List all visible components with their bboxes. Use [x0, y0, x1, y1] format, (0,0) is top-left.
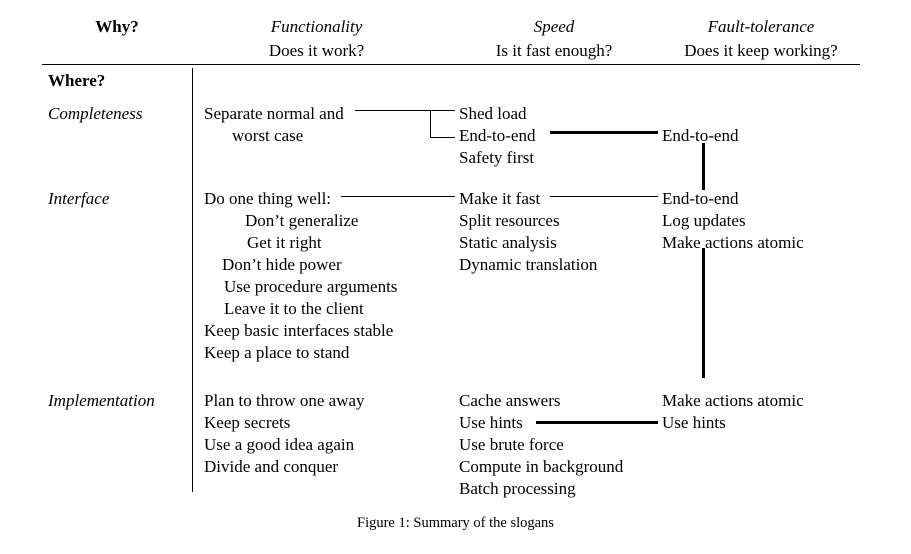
connector-make-it-fast-to-end-to-end [550, 196, 658, 197]
cell-implementation-functionality-3: Divide and conquer [204, 457, 339, 476]
cell-interface-speed-0: Make it fast [459, 189, 541, 208]
cell-implementation-functionality-1: Keep secrets [204, 413, 291, 432]
corner-header-why: Why? [95, 17, 139, 36]
column-question-speed: Is it fast enough? [495, 41, 613, 60]
cell-interface-functionality-0: Do one thing well: [204, 189, 332, 208]
cell-completeness-fault-tolerance-0: End-to-end [662, 126, 739, 145]
connector-use-hints-speed-to-fault-tolerance [536, 421, 658, 424]
cell-implementation-speed-2: Use brute force [459, 435, 564, 454]
cell-implementation-speed-1: Use hints [459, 413, 523, 432]
column-header-functionality: Functionality [270, 17, 363, 36]
cell-implementation-fault-tolerance-0: Make actions atomic [662, 391, 804, 410]
cell-completeness-functionality-1: worst case [232, 126, 304, 145]
cell-completeness-speed-2: Safety first [459, 148, 535, 167]
column-question-functionality: Does it work? [268, 41, 365, 60]
column-header-fault-tolerance: Fault-tolerance [707, 17, 815, 36]
connector-separate-normal-to-end-to-end [430, 137, 455, 138]
cell-completeness-speed-1: End-to-end [459, 126, 536, 145]
connector-make-actions-atomic-vertical [702, 248, 705, 378]
row-axis-header-where: Where? [48, 71, 106, 90]
cell-implementation-functionality-0: Plan to throw one away [204, 391, 365, 410]
connector-separate-normal-stem [355, 110, 430, 111]
cell-implementation-speed-3: Compute in background [459, 457, 624, 476]
column-header-speed: Speed [533, 17, 575, 36]
connector-separate-normal-to-shed-load [430, 110, 455, 111]
cell-implementation-speed-4: Batch processing [459, 479, 576, 498]
column-divider [192, 68, 193, 492]
cell-interface-fault-tolerance-0: End-to-end [662, 189, 739, 208]
cell-interface-functionality-3: Don’t hide power [222, 255, 342, 274]
row-label-implementation: Implementation [48, 391, 155, 410]
cell-interface-speed-2: Static analysis [459, 233, 557, 252]
cell-implementation-functionality-2: Use a good idea again [204, 435, 355, 454]
connector-do-one-thing-well-to-make-it-fast [341, 196, 455, 197]
cell-interface-functionality-1: Don’t generalize [245, 211, 359, 230]
cell-implementation-speed-0: Cache answers [459, 391, 561, 410]
cell-interface-functionality-6: Keep basic interfaces stable [204, 321, 394, 340]
connector-end-to-end-vertical-completeness-to-interface [702, 143, 705, 190]
figure-caption: Figure 1: Summary of the slogans [357, 515, 554, 531]
cell-completeness-speed-0: Shed load [459, 104, 527, 123]
cell-interface-fault-tolerance-1: Log updates [662, 211, 746, 230]
cell-interface-speed-1: Split resources [459, 211, 560, 230]
row-label-interface: Interface [48, 189, 110, 208]
row-label-completeness: Completeness [48, 104, 143, 123]
cell-interface-functionality-2: Get it right [247, 233, 322, 252]
cell-interface-functionality-4: Use procedure arguments [224, 277, 398, 296]
cell-interface-functionality-7: Keep a place to stand [204, 343, 350, 362]
connector-separate-normal-bracket-spine [430, 110, 431, 137]
header-rule [42, 64, 860, 65]
cell-interface-functionality-5: Leave it to the client [224, 299, 364, 318]
cell-interface-speed-3: Dynamic translation [459, 255, 598, 274]
cell-completeness-functionality-0: Separate normal and [204, 104, 344, 123]
column-question-fault-tolerance: Does it keep working? [684, 41, 838, 60]
connector-end-to-end-speed-to-fault-tolerance [550, 131, 658, 134]
cell-interface-fault-tolerance-2: Make actions atomic [662, 233, 804, 252]
cell-implementation-fault-tolerance-1: Use hints [662, 413, 726, 432]
